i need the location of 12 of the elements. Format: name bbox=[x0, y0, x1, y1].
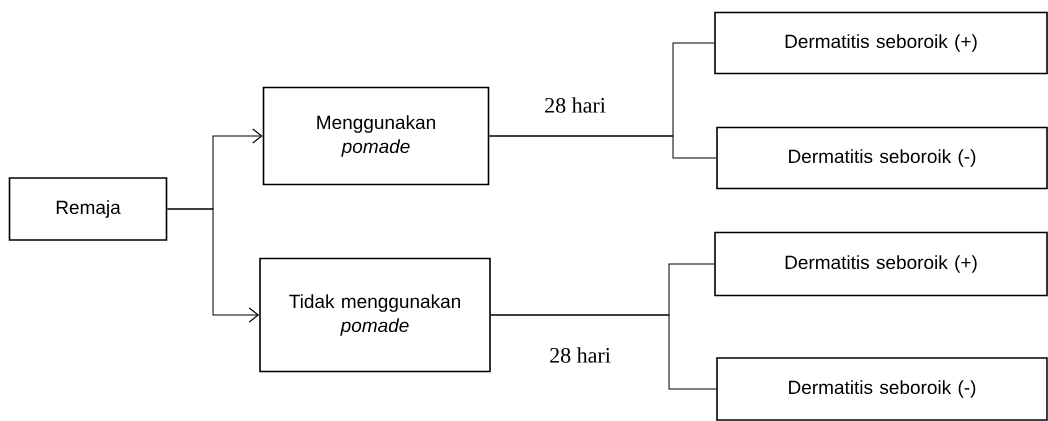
process-box: Remaja bbox=[8, 177, 168, 241]
process-box: Tidak menggunakan pomade bbox=[259, 257, 491, 373]
process-box: Dermatitis seboroik (+) bbox=[714, 231, 1048, 297]
process-box: Menggunakan pomade bbox=[262, 86, 490, 186]
edge-label: 28 hari bbox=[543, 96, 607, 114]
connector bbox=[490, 314, 717, 390]
connector bbox=[488, 135, 717, 159]
edge-label: 28 hari bbox=[548, 346, 612, 364]
process-box: Dermatitis seboroik (+) bbox=[714, 11, 1048, 75]
process-box: Dermatitis seboroik (-) bbox=[716, 126, 1048, 190]
connector bbox=[166, 208, 260, 323]
process-box: Dermatitis seboroik (-) bbox=[716, 357, 1048, 421]
